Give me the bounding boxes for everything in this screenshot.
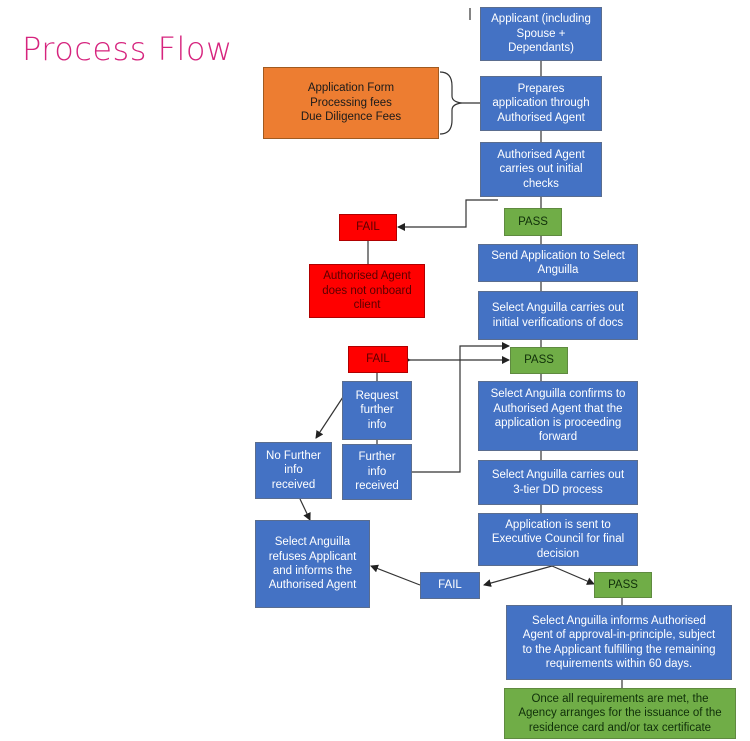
approval-box: Select Anguilla informs Authorised Agent… — [506, 605, 732, 680]
prepares-box: Prepares application through Authorised … — [480, 76, 602, 131]
confirms-box: Select Anguilla confirms to Authorised A… — [478, 381, 638, 451]
pass-box-3: PASS — [594, 572, 652, 598]
fees-box: Application Form Processing fees Due Dil… — [263, 67, 439, 139]
no-further-info-box: No Further info received — [255, 442, 332, 499]
edge-checks-fail1 — [397, 199, 498, 231]
edge-nofurther-refuses — [299, 498, 311, 521]
edge-exec-pass3 — [551, 565, 595, 585]
fail-box-1: FAIL — [339, 214, 397, 241]
initial-checks-box: Authorised Agent carries out initial che… — [480, 142, 602, 197]
exec-council-box: Application is sent to Executive Council… — [478, 513, 638, 566]
edge-fail3-refuses — [370, 564, 421, 586]
request-info-box: Request further info — [342, 381, 412, 440]
pass-box-2: PASS — [510, 347, 568, 374]
refuses-box: Select Anguilla refuses Applicant and in… — [255, 520, 370, 608]
fee-bracket — [439, 71, 463, 135]
final-box: Once all requirements are met, the Agenc… — [504, 688, 736, 739]
edge-exec-fail3 — [483, 565, 553, 587]
applicant-box: Applicant (including Spouse + Dependants… — [480, 7, 602, 61]
dd-process-box: Select Anguilla carries out 3-tier DD pr… — [478, 460, 638, 505]
verifications-box: Select Anguilla carries out initial veri… — [478, 291, 638, 340]
page-title: Process Flow — [22, 30, 233, 68]
send-application-box: Send Application to Select Anguilla — [478, 244, 638, 282]
further-info-received-box: Further info received — [342, 444, 412, 500]
pass-box-1: PASS — [504, 208, 562, 236]
not-onboard-box: Authorised Agent does not onboard client — [309, 264, 425, 318]
edge-furtherreceived-pass2 — [412, 342, 510, 473]
fail-box-2: FAIL — [348, 346, 408, 373]
fail-box-3: FAIL — [420, 572, 480, 599]
edge-request-nofurther — [315, 396, 344, 439]
